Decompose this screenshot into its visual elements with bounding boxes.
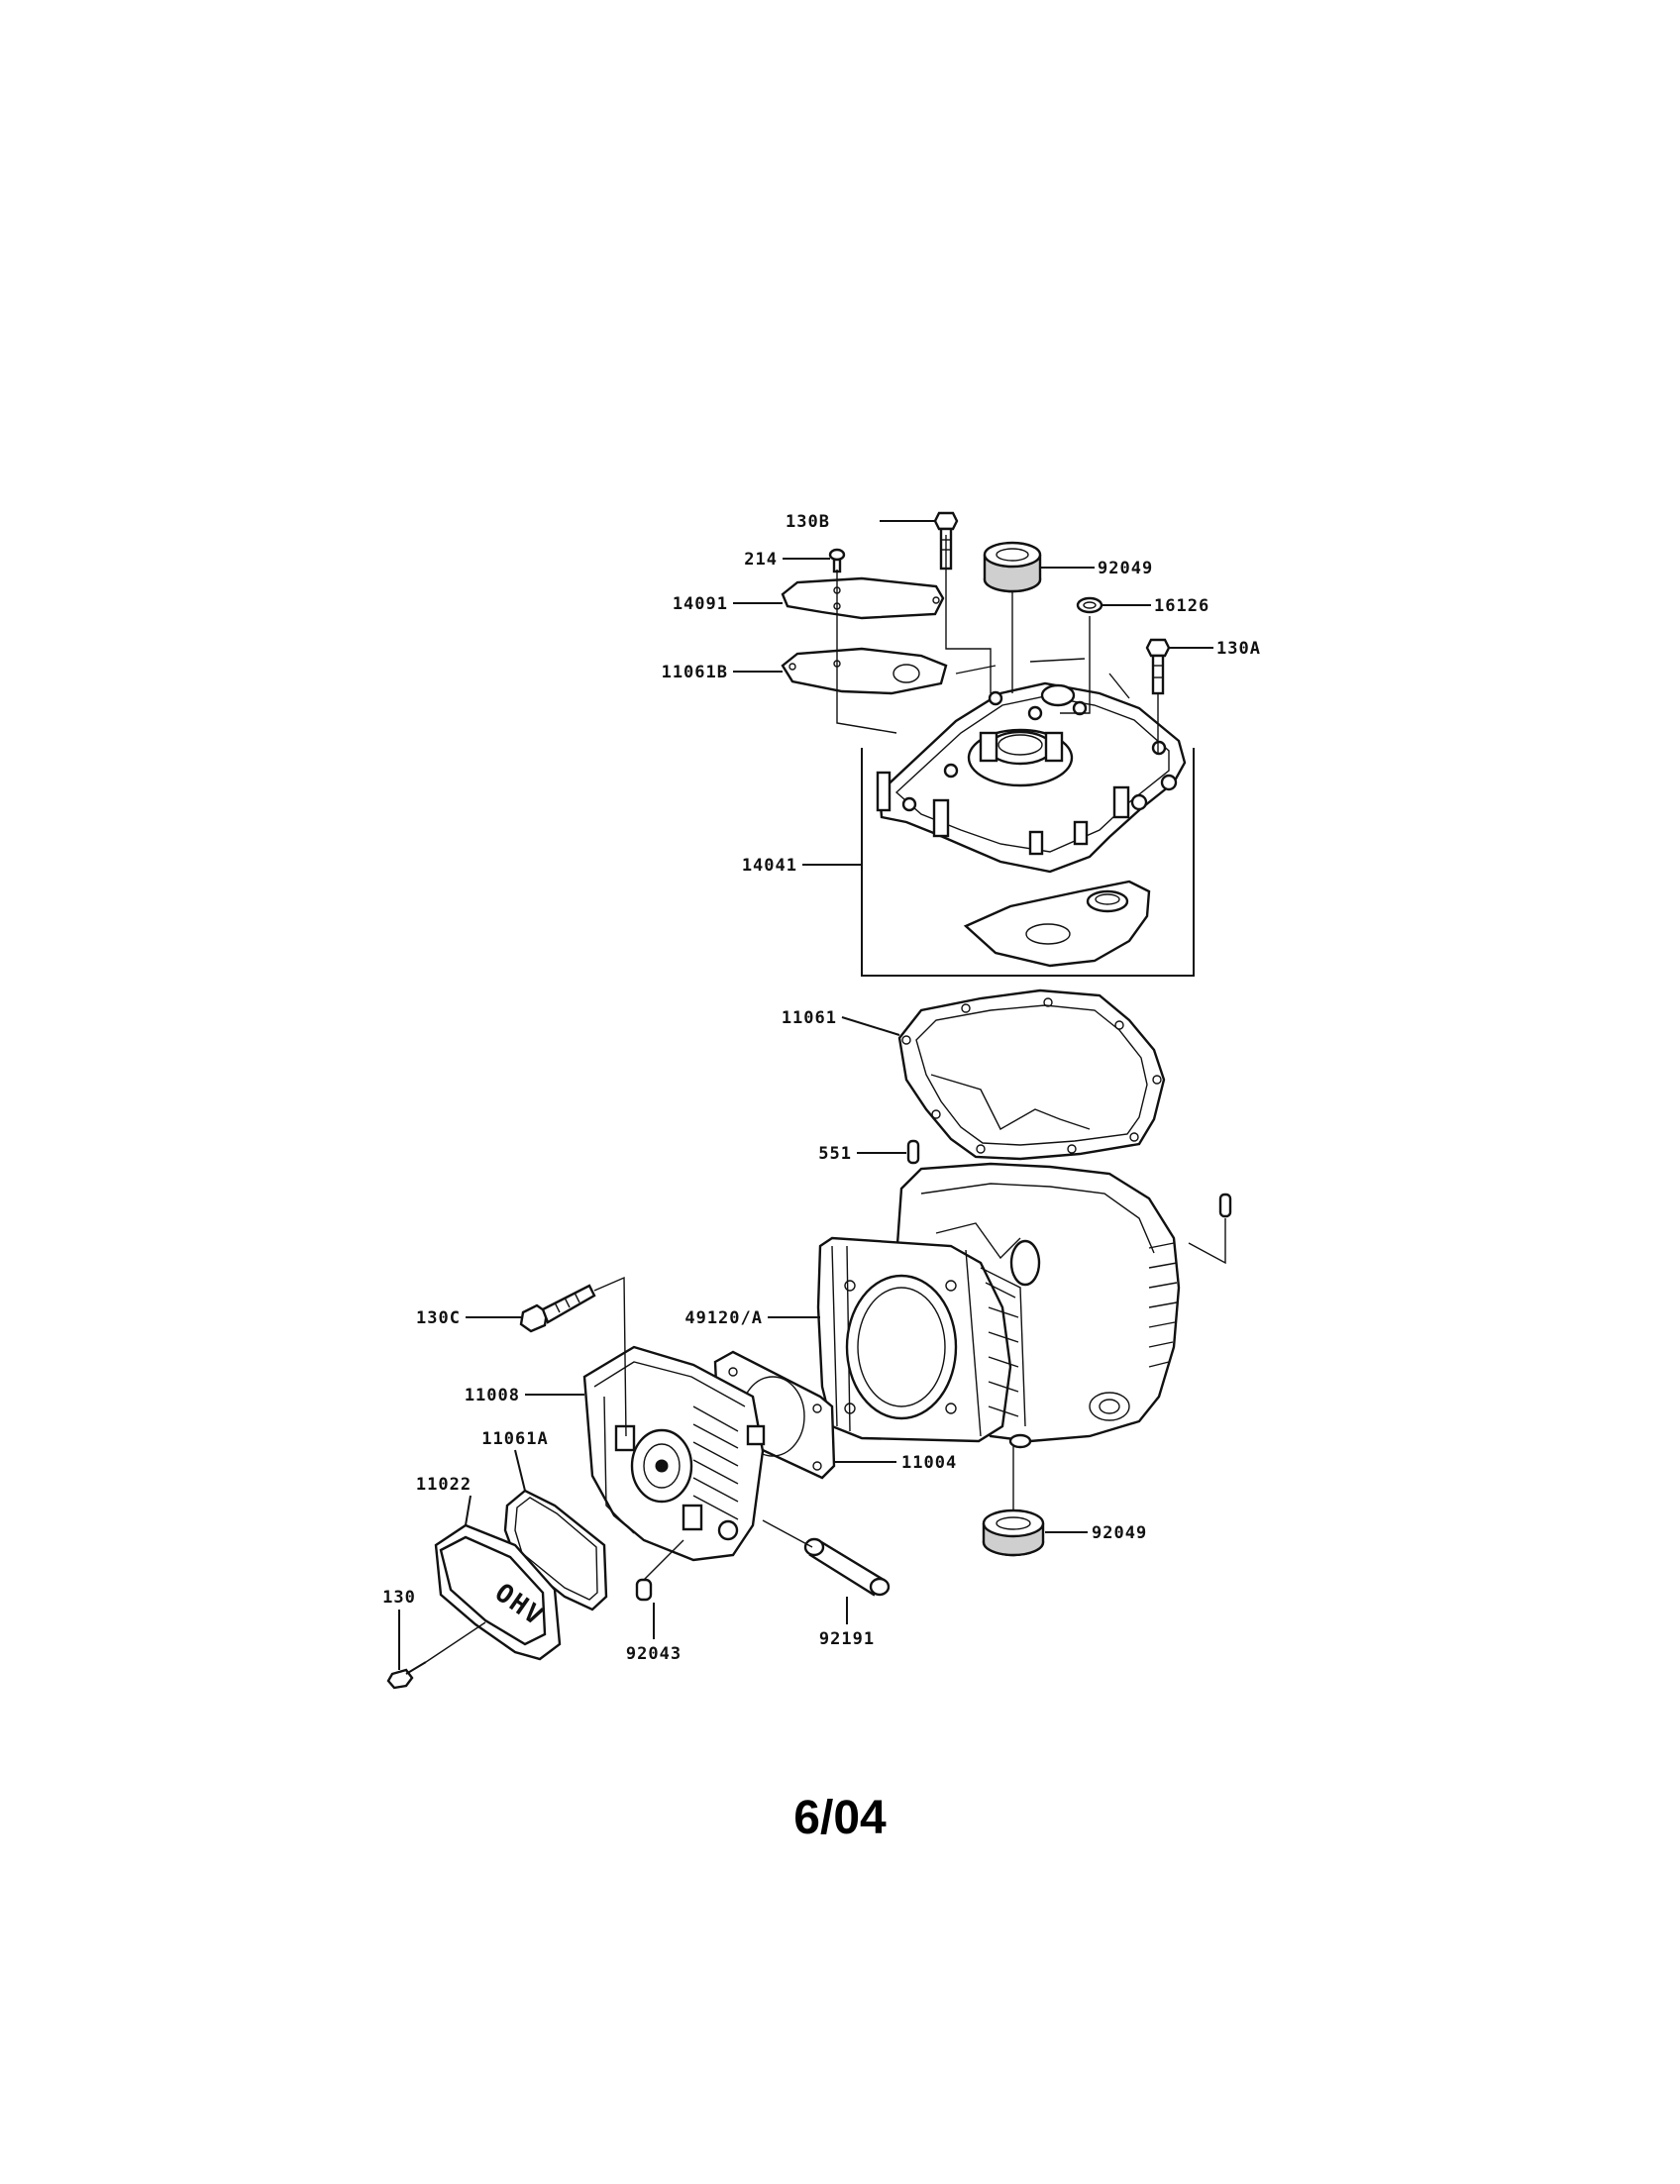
oil-seal-92049-bottom — [982, 1446, 1045, 1557]
callout-11022: 11022 — [416, 1475, 472, 1495]
crankcase-cover-part — [876, 681, 1187, 968]
callout-92043: 92043 — [626, 1644, 682, 1664]
callout-16126: 16126 — [1154, 596, 1209, 616]
callout-11008: 11008 — [465, 1386, 520, 1405]
callout-130C: 130C — [416, 1308, 461, 1328]
bolt-130A — [1145, 638, 1171, 753]
oil-seal-92049-top — [983, 541, 1042, 693]
gasket-11061B — [781, 647, 948, 695]
cylinder-head-group: OHV — [386, 1276, 891, 1690]
pin-92043 — [635, 1539, 684, 1602]
callout-130: 130 — [382, 1588, 416, 1608]
plate-14091 — [781, 576, 945, 620]
callout-551: 551 — [818, 1144, 852, 1164]
callout-92049-top: 92049 — [1098, 559, 1153, 578]
callout-214: 214 — [744, 550, 778, 570]
callout-11061: 11061 — [782, 1008, 837, 1028]
callout-92191: 92191 — [819, 1629, 875, 1649]
callout-11004: 11004 — [901, 1453, 957, 1473]
dowel-pin-551-b — [1218, 1193, 1232, 1218]
cylinder-block-part — [816, 1162, 1181, 1449]
crankcase-cover-group — [781, 511, 1195, 977]
callout-130B: 130B — [786, 512, 830, 532]
callout-11061A: 11061A — [481, 1429, 548, 1449]
leader-lines — [398, 520, 1213, 1670]
callout-labels: 130B 214 14091 11061B 92049 16126 130A 1… — [382, 512, 1261, 1664]
cylinder-block-group — [816, 988, 1232, 1557]
callout-11061B: 11061B — [662, 663, 728, 682]
pipe-92191 — [762, 1519, 891, 1597]
callout-130A: 130A — [1216, 639, 1261, 659]
bracket-14041 — [861, 748, 1195, 977]
dowel-pin-551 — [906, 1139, 920, 1165]
o-ring-16126 — [1060, 596, 1103, 714]
gasket-11061 — [897, 988, 1166, 1161]
callout-14041: 14041 — [742, 856, 797, 876]
callout-92049-bottom: 92049 — [1092, 1523, 1147, 1543]
bolt-130C — [519, 1276, 627, 1437]
callout-49120A: 49120/A — [684, 1308, 763, 1328]
page-number: 6/04 — [793, 1792, 887, 1844]
head-cover-11022: OHV — [434, 1523, 562, 1661]
bolt-130 — [386, 1621, 486, 1690]
cylinder-head-part — [582, 1345, 766, 1562]
screw-214 — [828, 548, 846, 573]
callout-14091: 14091 — [673, 594, 728, 614]
